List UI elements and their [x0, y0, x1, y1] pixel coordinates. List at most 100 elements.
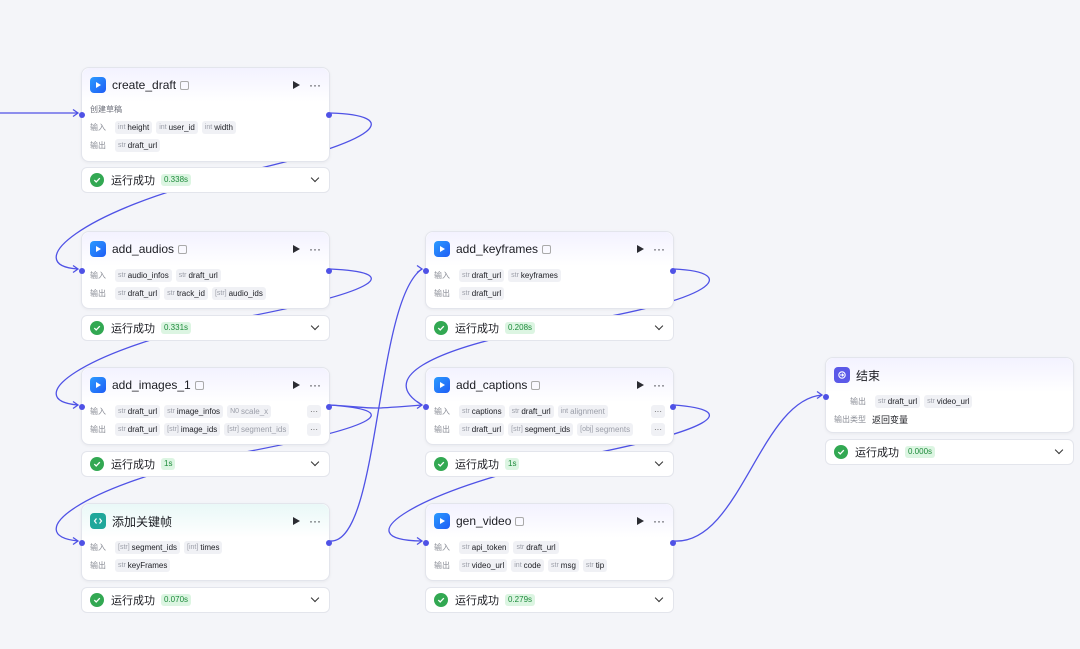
param-name: draft_url [521, 406, 551, 416]
input-port[interactable] [423, 540, 429, 546]
chevron-down-icon[interactable] [1054, 445, 1064, 455]
play-icon[interactable] [293, 245, 300, 253]
connection-edge[interactable] [329, 268, 423, 542]
input-port[interactable] [823, 394, 829, 400]
more-params-button[interactable]: ··· [651, 404, 665, 418]
chevron-down-icon[interactable] [654, 321, 664, 331]
output-port[interactable] [326, 540, 332, 546]
node-title: 结束 [856, 368, 881, 383]
param-type: str [118, 407, 126, 415]
param-name: msg [560, 560, 576, 570]
more-icon[interactable]: ··· [653, 242, 665, 256]
inputs-row: 输入[str]segment_ids[int]times [90, 538, 321, 556]
chevron-down-icon[interactable] [654, 457, 664, 467]
input-port[interactable] [423, 404, 429, 410]
param-type: str [118, 425, 126, 433]
param-name: draft_url [188, 270, 218, 280]
param-type: str [462, 543, 470, 551]
output-type-value: 返回变量 [872, 414, 909, 425]
param-chip: [str]audio_ids [211, 286, 266, 300]
row-label: 输出 [434, 424, 450, 434]
play-icon[interactable] [637, 517, 644, 525]
param-type: str [462, 561, 470, 569]
chevron-down-icon[interactable] [310, 593, 320, 603]
play-icon[interactable] [637, 381, 644, 389]
more-params-button[interactable]: ··· [651, 422, 665, 436]
param-name: draft_url [127, 140, 158, 150]
status-text: 运行成功 [111, 323, 155, 335]
more-icon[interactable]: ··· [309, 78, 321, 92]
more-params-button[interactable]: ··· [307, 422, 321, 436]
chevron-down-icon[interactable] [310, 321, 320, 331]
play-icon[interactable] [637, 245, 644, 253]
param-name: draft_url [127, 406, 158, 416]
row-label: 输入 [90, 406, 106, 416]
more-icon[interactable]: ··· [309, 378, 321, 392]
param-name: code [523, 560, 542, 570]
output-port[interactable] [326, 112, 332, 118]
input-port[interactable] [79, 112, 85, 118]
param-type: str [878, 397, 886, 405]
status-text: 运行成功 [111, 175, 155, 187]
connection-edge[interactable] [329, 404, 423, 409]
edge-arrow-icon [416, 536, 424, 546]
output-port[interactable] [670, 540, 676, 546]
input-port[interactable] [79, 540, 85, 546]
output-port[interactable] [326, 268, 332, 274]
param-type: str [462, 425, 470, 433]
more-icon[interactable]: ··· [309, 514, 321, 528]
edge-arrow-icon [72, 264, 80, 274]
param-type: str [462, 271, 470, 279]
node-title: add_audios [112, 242, 175, 256]
param-type: str [167, 407, 175, 415]
plugin-icon [434, 513, 450, 529]
play-icon[interactable] [293, 81, 300, 89]
param-type: str [462, 407, 470, 415]
play-icon[interactable] [293, 381, 300, 389]
node-header: 添加关键帧··· [82, 504, 329, 538]
edge-arrow-icon [816, 390, 824, 400]
output-port[interactable] [670, 268, 676, 274]
param-type: [int] [187, 543, 199, 551]
input-port[interactable] [79, 404, 85, 410]
input-port[interactable] [423, 268, 429, 274]
status-text: 运行成功 [455, 459, 499, 471]
chevron-down-icon[interactable] [310, 457, 320, 467]
input-port[interactable] [79, 268, 85, 274]
more-icon[interactable]: ··· [653, 378, 665, 392]
plugin-icon [434, 241, 450, 257]
output-port[interactable] [326, 404, 332, 410]
chevron-down-icon[interactable] [654, 593, 664, 603]
chevron-down-icon[interactable] [310, 173, 320, 183]
connection-edge[interactable] [673, 394, 823, 542]
row-label: 输出 [434, 288, 450, 298]
output-port[interactable] [670, 404, 676, 410]
play-icon[interactable] [293, 517, 300, 525]
param-type: N0 [230, 407, 240, 415]
more-icon[interactable]: ··· [653, 514, 665, 528]
more-params-button[interactable]: ··· [307, 404, 321, 418]
more-icon[interactable]: ··· [309, 242, 321, 256]
